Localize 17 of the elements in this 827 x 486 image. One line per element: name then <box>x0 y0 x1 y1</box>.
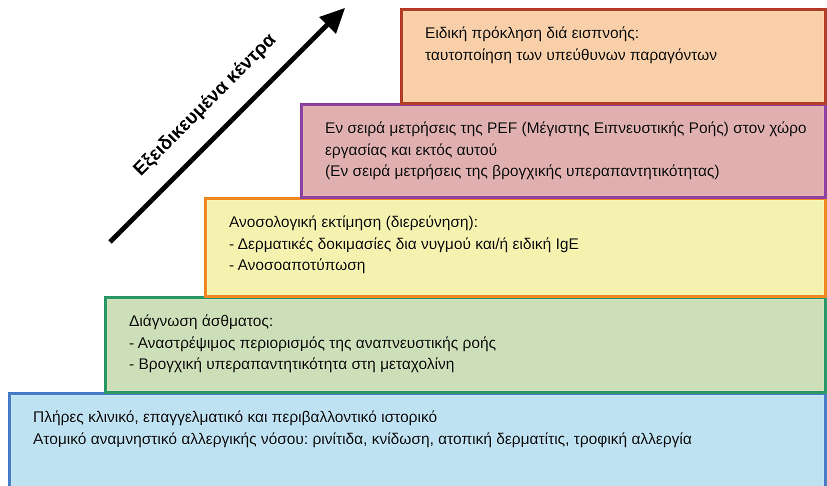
step-text: Ανοσολογική εκτίμηση (διερεύνηση): <box>229 213 478 233</box>
step-text: - Δερματικές δοκιμασίες δια νυγμού και/ή ειδική IgE <box>229 234 579 255</box>
step-box <box>104 296 827 394</box>
step-box <box>400 8 827 105</box>
step-box <box>204 197 827 298</box>
step-text: (Εν σειρά μετρήσεις της βρογχικής υπεραπαντητικότητας) <box>325 162 720 182</box>
step-text: - Αναστρέψιμος περιορισμός της αναπνευστικής ροής <box>129 334 496 354</box>
step-text: Πλήρες κλινικό, επαγγελματικό και περιβαλλοντικό ιστορικό <box>33 408 438 428</box>
step-box <box>300 103 827 199</box>
step-box <box>8 392 827 486</box>
step-text: Διάγνωση άσθματος: <box>129 312 274 332</box>
step-text: - Βρογχική υπεραπαντητικότητα στη μεταχολίνη <box>129 355 454 376</box>
step-text: - Ανοσοαποτύπωση <box>229 256 366 276</box>
step-text: Ατομικό αναμνηστικό αλλεργικής νόσου: ρινίτιδα, κνίδωση, ατοπική δερματίτις, τροφική αλλεργία <box>33 430 692 450</box>
step-text: Εν σειρά μετρήσεις της PEF (Μέγιστης Ειπνευστικής Ροής) στον χώρο εργασίας και εκτός αυτού <box>325 119 808 161</box>
step-text: ταυτοποίηση των υπεύθυνων παραγόντων <box>425 46 718 66</box>
step-text: Ειδική πρόκληση διά εισπνοής: <box>425 24 639 44</box>
